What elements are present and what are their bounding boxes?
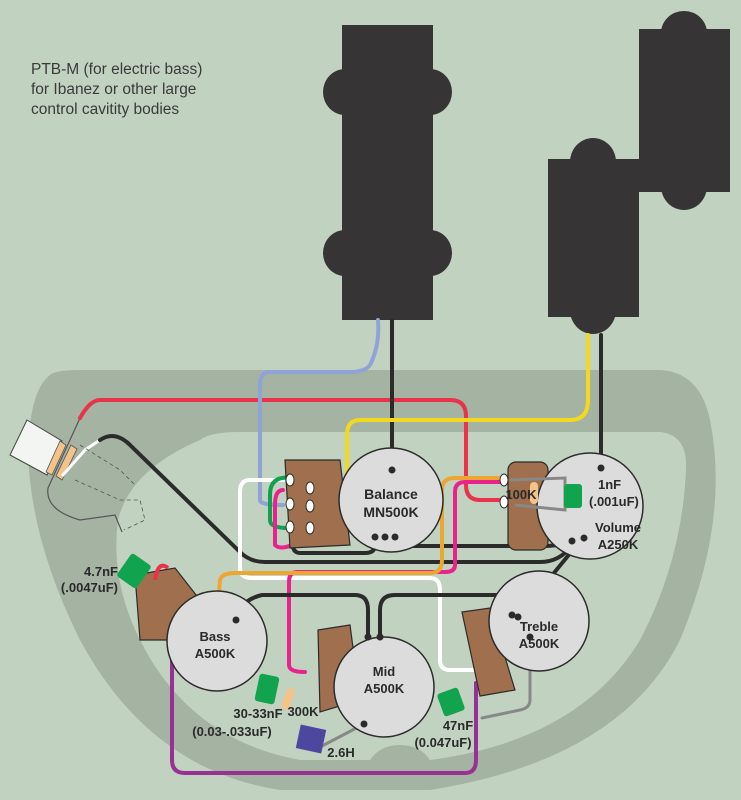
label-47nf: 47nF — [443, 718, 473, 733]
label-30-33nf: 30-33nF — [233, 706, 282, 721]
label-2-6h: 2.6H — [327, 745, 354, 760]
label-003-033uf: (0.03-.033uF) — [192, 724, 271, 739]
diagram-title: PTB-M (for electric bass) for Ibanez or … — [31, 60, 202, 120]
pot-volume-name: Volume — [595, 520, 641, 535]
pot-treble-name: Treble — [520, 619, 558, 634]
wire-white-main — [238, 478, 487, 672]
bridge-pickup — [548, 11, 730, 334]
pot-treble-value: A500K — [519, 636, 560, 651]
pot-balance-value: MN500K — [363, 504, 418, 520]
label-100k: 100K — [505, 487, 537, 502]
bass-capacitor: 4.7nF (.0047uF) — [61, 553, 170, 595]
pot-volume-value: A250K — [598, 537, 639, 552]
label-0047uf-treble: (0.047uF) — [414, 735, 471, 750]
mid-network: 30-33nF (0.03-.033uF) 300K 2.6H — [192, 673, 355, 760]
wire-black-jack-ground — [98, 434, 574, 564]
pot-bass-name: Bass — [199, 629, 230, 644]
wire-blue-neck — [258, 318, 381, 507]
wire-pink-volume-to-mid — [287, 480, 507, 674]
pot-bass-value: A500K — [195, 646, 236, 661]
balance-lugs — [284, 459, 351, 549]
pot-balance-name: Balance — [364, 486, 418, 502]
pot-mid[interactable]: Mid A500K — [333, 636, 435, 738]
title-line-3: control cavitity bodies — [31, 101, 180, 118]
pot-treble[interactable]: Treble A500K — [488, 570, 590, 672]
treble-capacitor: 47nF (0.047uF) — [414, 687, 473, 750]
capacitor-30nf — [254, 673, 280, 705]
pot-mid-value: A500K — [364, 681, 405, 696]
wire-gray-treble — [480, 635, 532, 720]
neck-pickup — [323, 25, 452, 320]
title-line-2: for Ibanez or other large — [31, 81, 197, 98]
inductor-2-6h — [295, 724, 327, 754]
label-4-7nf: 4.7nF — [84, 564, 118, 579]
wire-red-jack-to-volume — [78, 398, 507, 502]
label-001uf: (.001uF) — [589, 494, 639, 509]
output-jack — [9, 417, 146, 533]
pot-mid-name: Mid — [373, 664, 395, 679]
volume-network: 100K 1nF (.001uF) — [505, 476, 639, 512]
label-0047uf: (.0047uF) — [61, 580, 118, 595]
pot-balance[interactable]: Balance MN500K — [338, 447, 444, 553]
title-line-1: PTB-M (for electric bass) — [31, 61, 203, 78]
pot-bass[interactable]: Bass A500K — [166, 590, 268, 692]
resistor-100k — [530, 482, 538, 504]
wire-purple-ground-loop — [170, 578, 478, 775]
pot-terminals — [232, 464, 605, 728]
resistor-300k — [281, 688, 295, 710]
label-1nf: 1nF — [598, 477, 621, 492]
label-300k: 300K — [287, 704, 319, 719]
capacitor-1nf — [564, 484, 582, 508]
treble-lugs — [461, 607, 516, 697]
